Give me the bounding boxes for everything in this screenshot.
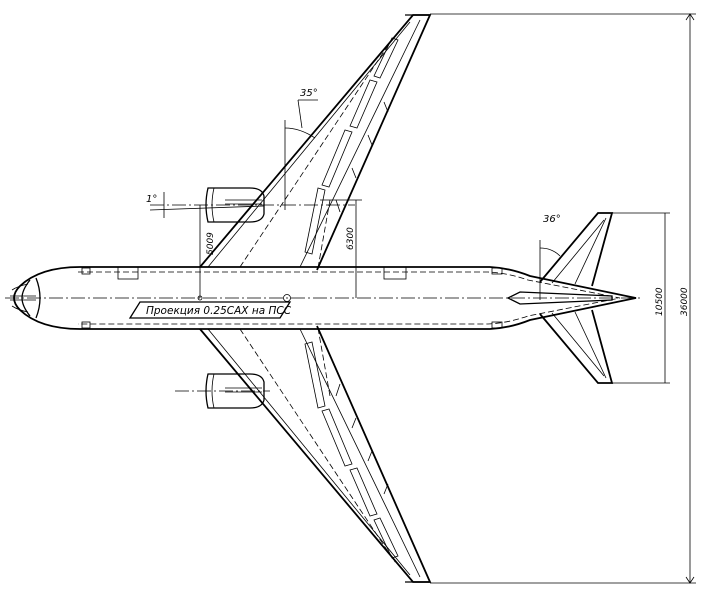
engine-lower [175,373,270,409]
dim-wing-station-label: 6300 [346,227,356,250]
dim-wing-span-label: 36000 [680,287,690,316]
mac-projection-note [128,294,292,319]
dimension-lines [149,13,696,584]
vertical-fin [506,291,613,305]
fuselage [10,266,637,330]
dim-tail-span-label: 10500 [655,287,665,316]
tail-lower [539,309,614,384]
wing-upper [199,14,432,271]
dim-engine-lateral-label: 5009 [206,232,216,255]
tail-upper [539,212,614,300]
mac-projection-label: Проекция 0.25САХ на ПСС [146,305,292,317]
wing-sweep-label: 35° [300,88,318,99]
engine-upper [150,187,355,223]
wing-lower [199,325,432,583]
tail-sweep-label: 36° [543,214,561,225]
engine-angle-label: 1° [146,194,157,205]
